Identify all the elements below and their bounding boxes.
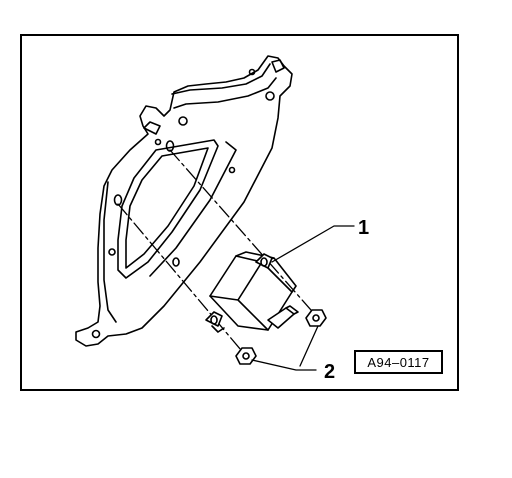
bracket-stud — [172, 257, 180, 267]
callout-2: 2 — [324, 361, 336, 383]
nut — [235, 347, 257, 365]
bracket-hole — [108, 248, 116, 256]
bracket-cutout-inner — [125, 147, 209, 269]
bracket-edge — [103, 141, 237, 323]
callout-1: 1 — [358, 217, 370, 239]
nut — [305, 309, 327, 327]
leader-line-2b — [299, 325, 319, 367]
bracket-hole — [228, 166, 236, 174]
bracket-stud — [165, 140, 175, 152]
figure-frame — [20, 34, 459, 391]
bracket-hole — [248, 68, 256, 76]
bracket-hole — [178, 116, 188, 126]
mounting-bracket — [75, 55, 293, 347]
figure-reference-code: A94–0117 — [354, 350, 443, 374]
bracket-flange — [171, 63, 277, 109]
control-unit — [205, 251, 299, 333]
leader-line-2a — [251, 359, 317, 371]
bracket-cutout — [117, 139, 219, 279]
leader-line-1 — [271, 225, 355, 263]
bracket-hole — [154, 138, 162, 146]
bracket-tab — [271, 59, 285, 73]
bracket-tab — [143, 121, 161, 135]
bracket-hole — [265, 91, 275, 101]
bracket-hole — [91, 329, 101, 339]
